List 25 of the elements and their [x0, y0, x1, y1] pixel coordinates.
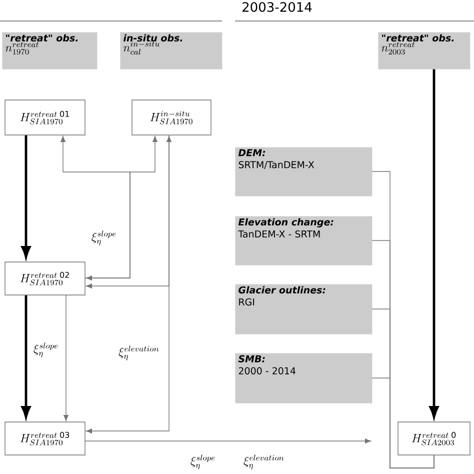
edge-label: $\xi_{\eta}^{slope}$: [34, 342, 58, 358]
arrow: [84, 438, 371, 444]
formula-box: $H^{retreat\;\mathrm{0}}_{SIA2003}$: [398, 422, 470, 456]
arrow: [84, 136, 158, 278]
connector-line: [372, 378, 434, 468]
edge-label: $\xi_{\eta}^{elevation}$: [118, 346, 159, 360]
arrow: [86, 136, 172, 288]
arrow: [86, 134, 170, 434]
period-heading: 2003-2014: [242, 2, 312, 12]
arrow: [60, 136, 130, 280]
source-box: Elevation change: TanDEM-X - SRTM: [235, 216, 372, 266]
formula-box: $H^{in-situ}_{SIA1970}$: [132, 100, 212, 136]
source-box: "retreat" obs. $n^{retreat}_{1970}$: [2, 32, 98, 70]
arrow: [64, 294, 68, 421]
formula-box: $H^{retreat\;\mathrm{02}}_{SIA1970}$: [4, 262, 86, 296]
edge-label: $\xi_{\eta}^{slope}$: [92, 230, 116, 246]
formula-box: $H^{retreat\;\mathrm{01}}_{SIA1970}$: [4, 100, 86, 136]
source-box: DEM: SRTM/TanDEM-X: [235, 147, 372, 196]
source-box: Glacier outlines: RGI: [235, 284, 372, 334]
formula-label: $\xi_{\eta}^{elevation}$: [244, 454, 284, 470]
source-box: "retreat" obs. $n^{retreat}_{2003}$: [378, 32, 470, 70]
formula-box: $H^{retreat\;\mathrm{03}}_{SIA1970}$: [4, 422, 86, 456]
source-box: in-situ obs. $n^{in-situ}_{cal}$: [120, 32, 222, 70]
edge-label: $\xi_{\eta}^{slope}$: [190, 454, 215, 470]
source-box: SMB: 2000 - 2014: [235, 353, 372, 404]
